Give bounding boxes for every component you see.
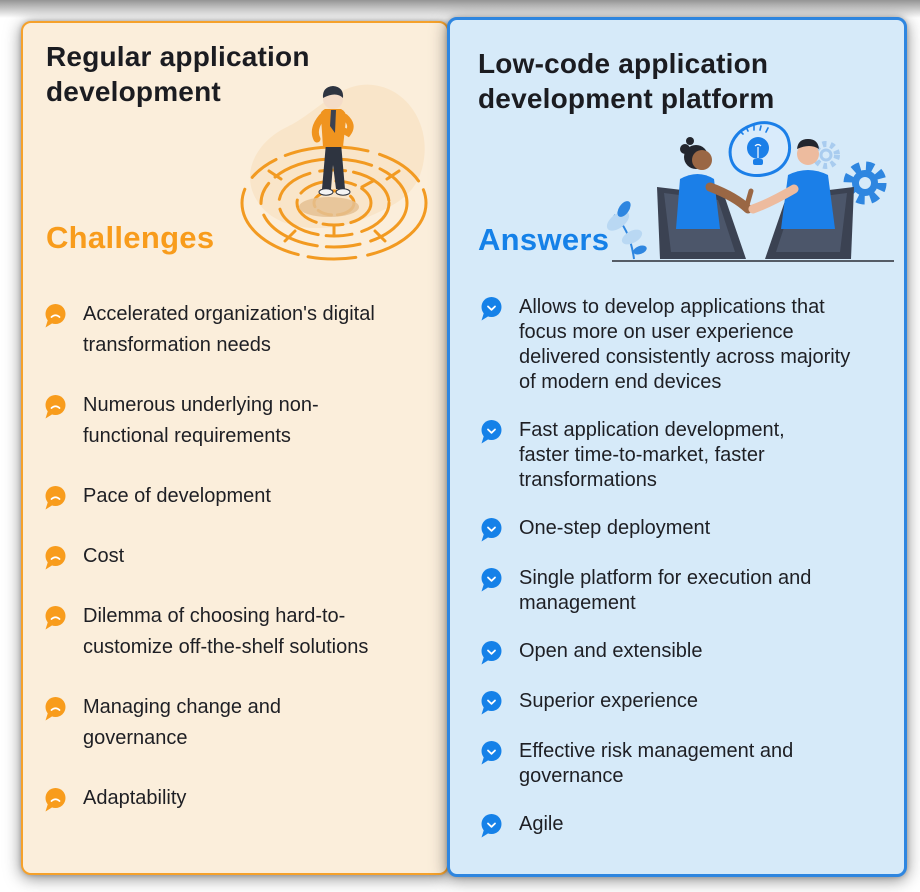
challenge-item: Pace of development	[44, 481, 437, 512]
answer-text: One-step deployment	[519, 517, 711, 539]
answer-item: Agile	[480, 812, 896, 839]
challenge-text: Cost	[83, 545, 125, 567]
answer-item: Single platform for execution and manage…	[480, 566, 896, 616]
speech-bubble-frown-icon	[45, 304, 66, 328]
answers-heading: Answers	[478, 222, 610, 257]
panel-regular-development: Regular application development	[21, 21, 449, 875]
speech-bubble-chevron-icon	[481, 691, 502, 715]
challenge-item: Numerous underlying non-functional requi…	[44, 390, 437, 452]
collaboration-illustration	[606, 121, 894, 262]
challenges-list: Accelerated organization's digital trans…	[44, 299, 437, 814]
speech-bubble-chevron-icon	[481, 814, 502, 838]
maze-man-illustration	[240, 84, 428, 261]
speech-bubble-frown-icon	[45, 395, 66, 419]
answer-item: Fast application development, faster tim…	[480, 418, 896, 493]
answer-text: Fast application development, faster tim…	[519, 419, 785, 491]
answer-item: Open and extensible	[480, 639, 896, 666]
answer-text: Agile	[519, 813, 564, 835]
challenge-text: Adaptability	[83, 787, 187, 809]
answers-list: Allows to develop applications that focu…	[480, 295, 896, 839]
answer-item: Allows to develop applications that focu…	[480, 295, 896, 395]
speech-bubble-chevron-icon	[481, 568, 502, 592]
top-edge-shadow	[0, 0, 920, 18]
answer-text: Open and extensible	[519, 640, 703, 662]
challenge-text: Managing change and governance	[83, 696, 281, 749]
right-panel-title: Low-code application development platfor…	[478, 48, 775, 114]
panel-low-code-platform: Low-code application development platfor…	[447, 17, 907, 877]
answer-text: Allows to develop applications that focu…	[519, 296, 851, 393]
challenge-item: Cost	[44, 541, 437, 572]
answer-item: Superior experience	[480, 689, 896, 716]
answer-text: Single platform for execution and manage…	[519, 567, 812, 614]
speech-bubble-chevron-icon	[481, 518, 502, 542]
challenge-text: Numerous underlying non-functional requi…	[83, 394, 319, 447]
answer-text: Effective risk management and governance	[519, 740, 794, 787]
speech-bubble-frown-icon	[45, 697, 66, 721]
speech-bubble-chevron-icon	[481, 420, 502, 444]
challenge-item: Accelerated organization's digital trans…	[44, 299, 437, 361]
answer-item: One-step deployment	[480, 516, 896, 543]
speech-bubble-chevron-icon	[481, 297, 502, 321]
speech-bubble-chevron-icon	[481, 741, 502, 765]
challenge-item: Managing change and governance	[44, 692, 437, 754]
left-panel-title: Regular application development	[46, 41, 310, 107]
challenge-text: Pace of development	[83, 485, 271, 507]
speech-bubble-frown-icon	[45, 606, 66, 630]
challenge-text: Dilemma of choosing hard-to-customize of…	[83, 605, 369, 658]
challenges-heading: Challenges	[46, 220, 215, 255]
speech-bubble-frown-icon	[45, 486, 66, 510]
challenge-item: Adaptability	[44, 783, 437, 814]
speech-bubble-chevron-icon	[481, 641, 502, 665]
challenge-item: Dilemma of choosing hard-to-customize of…	[44, 601, 437, 663]
answer-text: Superior experience	[519, 690, 698, 712]
challenge-text: Accelerated organization's digital trans…	[83, 303, 375, 356]
speech-bubble-frown-icon	[45, 546, 66, 570]
speech-bubble-frown-icon	[45, 788, 66, 812]
answer-item: Effective risk management and governance	[480, 739, 896, 789]
